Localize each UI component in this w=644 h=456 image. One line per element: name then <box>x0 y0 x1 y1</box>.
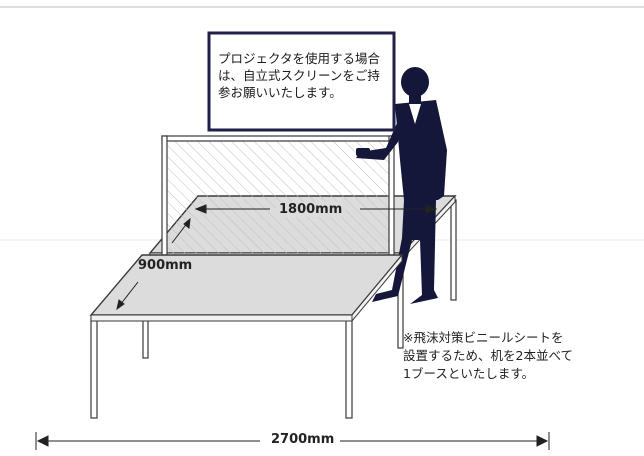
vinyl-sheet <box>161 135 397 257</box>
total-width-label: 2700mm <box>268 432 338 447</box>
dim-arrow-2700 <box>35 432 550 450</box>
person-shirt <box>409 104 421 124</box>
side-note-line: ※飛沫対策ビニールシートを <box>403 330 564 345</box>
front-table-legs <box>90 317 353 419</box>
width-label: 900mm <box>138 258 193 273</box>
side-note-line: 1ブースといたします。 <box>403 366 535 381</box>
dim-arrow-1800 <box>194 204 438 214</box>
sign-line: は、自立式スクリーンをご持 <box>218 68 380 83</box>
sign-line: プロジェクタを使用する場合 <box>218 51 381 66</box>
dim-arrow-900 <box>116 217 191 311</box>
side-note: ※飛沫対策ビニールシートを 設置するため、机を2本並べて 1ブースといたします。 <box>403 329 639 383</box>
sign-line: 参お願いいたします。 <box>218 85 342 100</box>
person-silhouette <box>356 67 447 304</box>
depth-label: 1800mm <box>276 202 346 217</box>
side-note-line: 設置するため、机を2本並べて <box>403 348 573 363</box>
sign-text: プロジェクタを使用する場合 は、自立式スクリーンをご持 参お願いいたします。 <box>218 50 394 101</box>
front-table <box>89 253 404 323</box>
sign-board <box>207 31 396 132</box>
